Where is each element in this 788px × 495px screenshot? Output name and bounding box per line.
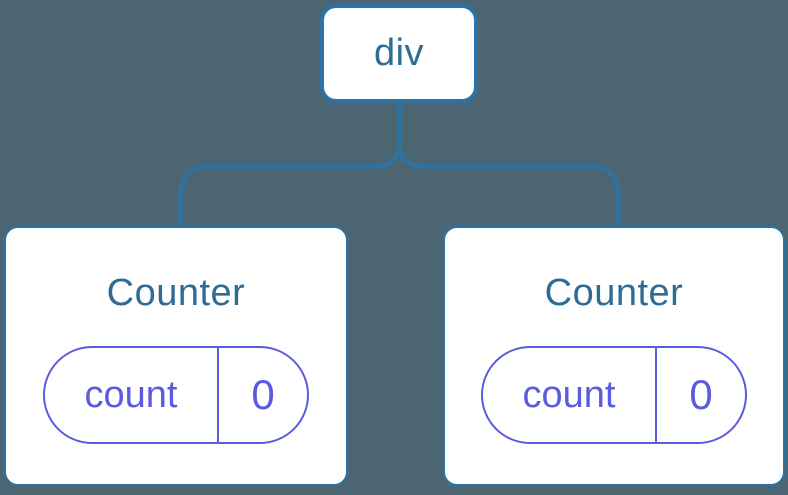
connector-branch-left (178, 103, 402, 227)
component-card-counter-left: Counter count 0 (4, 226, 348, 486)
state-key-cell: count (45, 348, 217, 442)
connector-branch-right (397, 103, 621, 227)
state-value-cell: 0 (655, 348, 745, 442)
state-value-cell: 0 (217, 348, 307, 442)
state-key: count (522, 374, 616, 416)
component-title: Counter (544, 272, 684, 314)
component-card-counter-right: Counter count 0 (443, 226, 785, 486)
root-node-label: div (373, 32, 425, 74)
state-pill: count 0 (481, 346, 747, 444)
state-key: count (84, 374, 178, 416)
state-pill: count 0 (43, 346, 309, 444)
state-value: 0 (251, 371, 275, 418)
component-title: Counter (106, 272, 246, 314)
state-key-cell: count (483, 348, 655, 442)
state-value: 0 (689, 371, 713, 418)
root-node-div: div (320, 4, 478, 103)
